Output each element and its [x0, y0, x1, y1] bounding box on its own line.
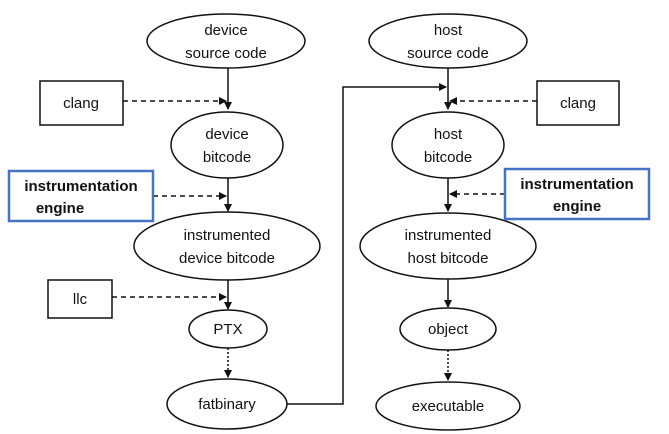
device-bitcode-line2: bitcode: [203, 149, 251, 166]
host-source-line1: host: [434, 22, 463, 39]
arrow-fatbinary-to-host: [286, 83, 447, 405]
instrumented-device-line1: instrumented: [184, 227, 271, 244]
fatbinary-label: fatbinary: [198, 396, 256, 413]
llc-label: llc: [73, 291, 88, 308]
instrumented-host-line2: host bitcode: [408, 250, 489, 267]
device-bitcode-line1: device: [205, 126, 248, 143]
device-source-line1: device: [204, 22, 247, 39]
executable-node: executable: [375, 381, 521, 431]
engine-host-line1: instrumentation: [520, 176, 633, 193]
engine-host-line2: engine: [553, 198, 601, 215]
host-source-code-node: host source code: [368, 13, 528, 69]
executable-label: executable: [412, 398, 485, 415]
object-node: object: [399, 307, 497, 351]
engine-device-line1: instrumentation: [24, 178, 137, 195]
instrumentation-engine-host-box: instrumentation engine: [503, 167, 651, 221]
device-source-line2: source code: [185, 45, 267, 62]
ptx-label: PTX: [213, 321, 242, 338]
ptx-node: PTX: [188, 309, 268, 349]
instrumentation-engine-device-box: instrumentation engine: [7, 169, 155, 223]
instrumented-host-bitcode-node: instrumented host bitcode: [359, 212, 537, 280]
instrumented-device-line2: device bitcode: [179, 250, 275, 267]
host-bitcode-line1: host: [434, 126, 463, 143]
host-source-line2: source code: [407, 45, 489, 62]
host-bitcode-node: host bitcode: [391, 111, 505, 179]
clang-device-box: clang: [39, 80, 124, 126]
instrumented-host-line1: instrumented: [405, 227, 492, 244]
host-bitcode-line2: bitcode: [424, 149, 472, 166]
clang-device-label: clang: [63, 95, 99, 112]
device-bitcode-node: device bitcode: [170, 111, 284, 179]
engine-device-line2: engine: [36, 200, 84, 217]
clang-host-box: clang: [536, 80, 620, 126]
instrumented-device-bitcode-node: instrumented device bitcode: [133, 211, 321, 281]
llc-device-box: llc: [47, 279, 113, 319]
clang-host-label: clang: [560, 95, 596, 112]
fatbinary-node: fatbinary: [166, 378, 288, 430]
device-source-code-node: device source code: [146, 13, 306, 69]
object-label: object: [428, 321, 469, 338]
